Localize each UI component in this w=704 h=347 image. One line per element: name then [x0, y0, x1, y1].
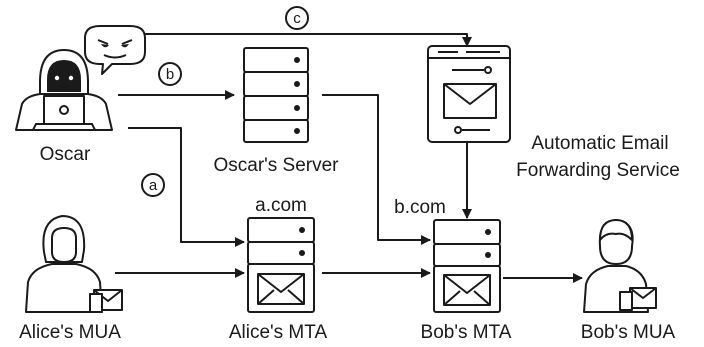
oscars-server-icon: [243, 47, 309, 143]
path-marker-a-label: a: [149, 177, 158, 194]
bobs-mta-label: Bob's MTA: [421, 322, 512, 343]
oscar-label: Oscar: [40, 144, 91, 165]
forwarding-service-label-line1: Automatic Email: [531, 133, 668, 154]
arrow-path-a: [128, 127, 245, 247]
path-marker-c: c: [285, 6, 309, 30]
path-marker-b: b: [158, 62, 182, 86]
alices-mua-label: Alice's MUA: [19, 322, 121, 343]
bob-person-icon: [583, 219, 657, 313]
path-marker-c-label: c: [293, 10, 301, 27]
forwarding-service-icon: [427, 45, 511, 143]
hacker-icon: [15, 25, 146, 131]
path-marker-b-label: b: [166, 66, 174, 83]
path-marker-a: a: [141, 173, 165, 197]
devil-bubble-icon: [84, 25, 146, 75]
b-com-label: b.com: [394, 197, 446, 218]
a-com-label: a.com: [255, 195, 307, 216]
bobs-mta-icon: [433, 219, 501, 313]
connectors: [115, 33, 583, 283]
arrow-server-to-bobs-mta: [322, 94, 431, 245]
arrow-path-c: [145, 33, 472, 47]
bobs-mua-label: Bob's MUA: [581, 322, 676, 343]
forwarding-service-label-line2: Forwarding Service: [516, 160, 680, 181]
alice-person-icon: [25, 215, 123, 313]
alices-mta-icon: [247, 217, 315, 313]
oscars-server-label: Oscar's Server: [213, 155, 339, 176]
alices-mta-label: Alice's MTA: [229, 322, 328, 343]
